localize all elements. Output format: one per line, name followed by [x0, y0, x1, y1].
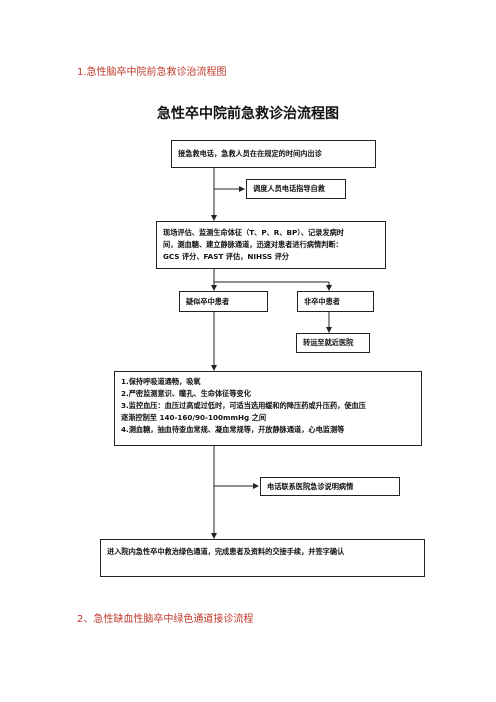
node-assessment: 现场评估、监测生命体征（T、P、R、BP）、记录发病时 间，测血糖、建立静脉通道…: [156, 221, 386, 269]
section-heading-1: 1.急性脑卒中院前急救诊治流程图: [77, 67, 227, 78]
node-dispatcher-text: 调度人员电话指导自救: [253, 184, 325, 193]
node-receive-call-text: 接急救电话，急救人员在在规定的时间内出诊: [178, 149, 322, 158]
node-assessment-line-3: GCS 评分、FAST 评估，NIHSS 评分: [163, 252, 289, 261]
node-treatment: 1.保持呼吸道通畅，吸氧 2.严密监测意识、瞳孔、生命体征等变化 3.监控血压：…: [114, 371, 422, 446]
node-treatment-line-1: 1.保持呼吸道通畅，吸氧: [121, 377, 201, 386]
node-phone-hospital: 电话联系医院急诊说明病情: [260, 477, 400, 496]
node-enter-hospital: 进入院内急性卒中救治绿色通道，完成患者及资料的交接手续，并签字确认: [100, 539, 425, 577]
node-enter-hospital-text: 进入院内急性卒中救治绿色通道，完成患者及资料的交接手续，并签字确认: [107, 547, 345, 556]
node-non-stroke-text: 非卒中患者: [304, 297, 340, 306]
node-assessment-line-2: 间，测血糖、建立静脉通道，迅速对患者进行病情判断：: [163, 240, 343, 249]
node-phone-hospital-text: 电话联系医院急诊说明病情: [267, 482, 354, 491]
node-suspected-stroke: 疑似卒中患者: [179, 291, 268, 312]
section-heading-2: 2、急性缺血性脑卒中绿色通道接诊流程: [77, 614, 254, 625]
flowchart-title: 急性卒中院前急救诊治流程图: [157, 106, 339, 122]
node-suspected-stroke-text: 疑似卒中患者: [186, 297, 230, 306]
node-transfer-text: 转运至就近医院: [303, 338, 354, 347]
node-receive-call: 接急救电话，急救人员在在规定的时间内出诊: [171, 140, 376, 168]
node-treatment-line-3: 3.监控血压：血压过高或过低时，可适当选用缓和的降压药或升压药，使血压: [121, 401, 366, 410]
node-treatment-line-2: 2.严密监测意识、瞳孔、生命体征等变化: [121, 389, 251, 398]
node-non-stroke: 非卒中患者: [297, 291, 374, 312]
node-assessment-line-1: 现场评估、监测生命体征（T、P、R、BP）、记录发病时: [163, 228, 344, 237]
node-treatment-line-4: 逐渐控制至 140-160/90-100mmHg 之间: [121, 413, 267, 422]
node-treatment-line-5: 4.测血糖，抽血待查血常规、凝血常规等，开放静脉通道，心电监测等: [121, 425, 345, 434]
node-dispatcher: 调度人员电话指导自救: [246, 179, 346, 199]
node-transfer: 转运至就近医院: [296, 333, 370, 353]
